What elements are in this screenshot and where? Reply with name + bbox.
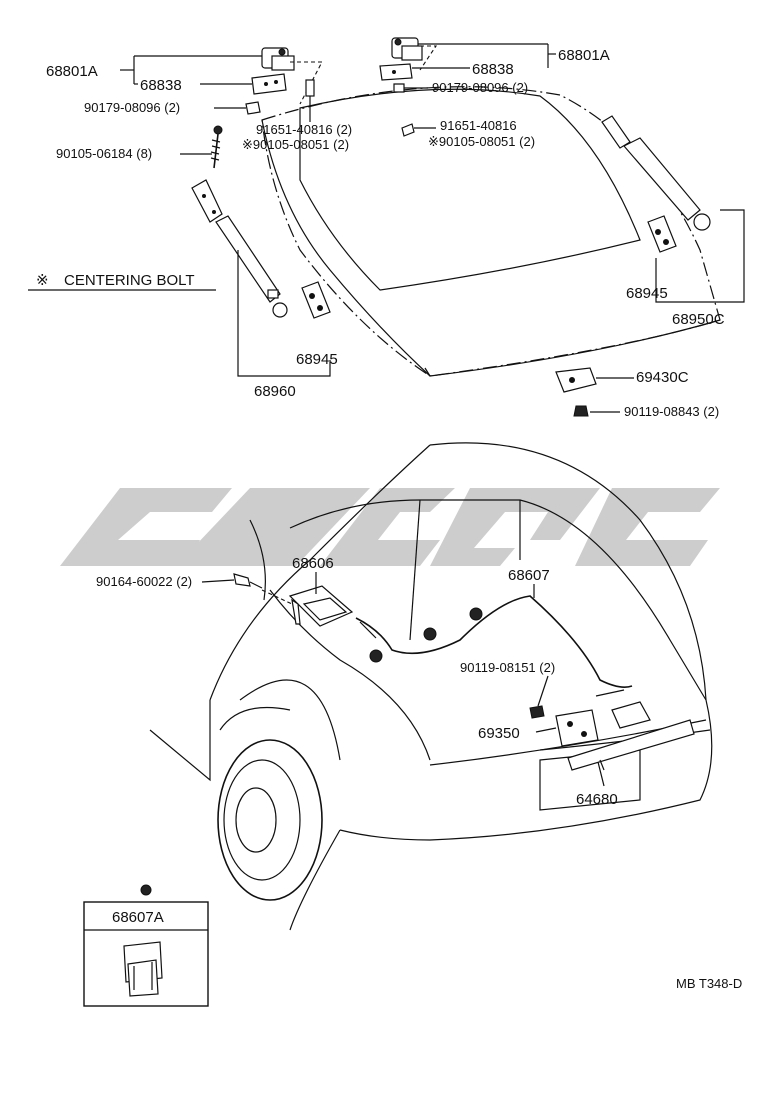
hinge-right	[379, 37, 438, 137]
label-90105-08051-right: ※90105-08051 (2)	[428, 134, 535, 149]
gas-strut-left	[191, 179, 288, 318]
label-90164: 90164-60022 (2)	[96, 574, 192, 589]
hinge-left	[245, 47, 323, 115]
back-door-outline	[261, 86, 721, 377]
label-90119-08843: 90119-08843 (2)	[624, 404, 719, 419]
label-69350: 69350	[478, 725, 520, 742]
label-90105-08051-left: ※90105-08051 (2)	[242, 137, 349, 152]
label-68945-left: 68945	[296, 351, 338, 368]
lid-opener-68606	[233, 573, 354, 627]
watermark-logo	[60, 488, 720, 566]
note-centering-bolt: CENTERING BOLT	[64, 272, 195, 289]
cable-end	[359, 621, 377, 639]
diagram-code: MB T348-D	[676, 976, 742, 991]
lock-69350	[529, 689, 651, 747]
label-68838-left: 68838	[140, 77, 182, 94]
leader-68960	[237, 250, 331, 377]
label-68838-right: 68838	[472, 61, 514, 78]
label-68945-right: 68945	[626, 285, 668, 302]
label-64680: 64680	[576, 791, 618, 808]
gas-strut-right	[601, 115, 711, 231]
leader-lines	[28, 43, 634, 787]
label-68607: 68607	[508, 567, 550, 584]
bolt-90105-06184	[210, 125, 223, 169]
label-90179-right: 90179-08096 (2)	[432, 80, 528, 95]
label-68606: 68606	[292, 555, 334, 572]
bracket-68945-left	[301, 281, 331, 319]
label-90179-left: 90179-08096 (2)	[84, 100, 180, 115]
note-symbol: ※	[36, 272, 49, 289]
label-91651-right: 91651-40816	[440, 118, 517, 133]
cable-68607	[355, 595, 633, 688]
label-90119-08151: 90119-08151 (2)	[460, 660, 555, 675]
label-68950c: 68950C	[672, 311, 725, 328]
label-91651-left: 91651-40816 (2)	[256, 122, 352, 137]
striker-69430c	[555, 367, 597, 417]
labels: ※ CENTERING BOLT 68801A 68838 90179-0809…	[36, 47, 742, 991]
label-68801a-right: 68801A	[558, 47, 610, 64]
handle-64680	[567, 719, 695, 771]
bracket-68945-right	[647, 215, 677, 253]
label-90105-06184: 90105-06184 (8)	[56, 146, 152, 161]
label-68960: 68960	[254, 383, 296, 400]
leader-68950c	[655, 209, 745, 303]
label-69430c: 69430C	[636, 369, 689, 386]
label-68801a-left: 68801A	[46, 63, 98, 80]
inset-box-68607a	[83, 884, 209, 1007]
label-68607a: 68607A	[112, 909, 164, 926]
